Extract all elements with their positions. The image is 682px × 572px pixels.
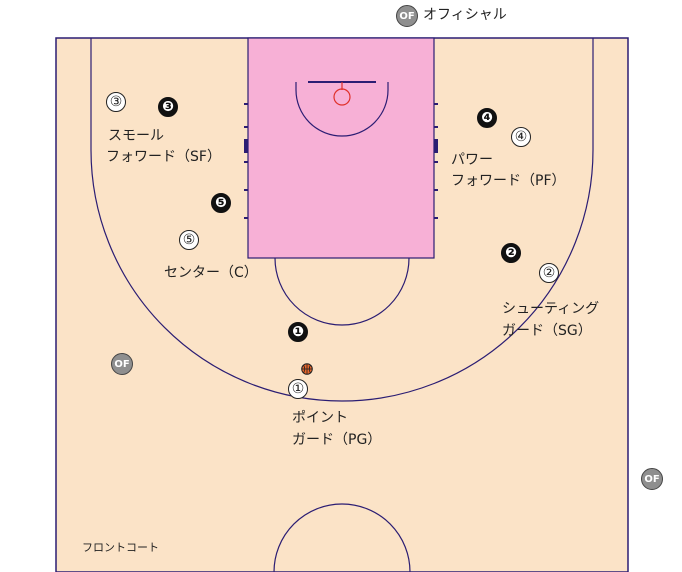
free-throw-circle (274, 257, 410, 326)
small-forward-defense-marker: ❸ (158, 97, 178, 117)
power-forward-offense-marker: ④ (511, 127, 531, 147)
shooting-guard-label-line2: ガード（SG） (502, 323, 592, 339)
center-defense-marker: ❺ (211, 193, 231, 213)
center-label: センター（C） (164, 265, 258, 281)
official-legend-icon: OF (396, 5, 418, 27)
small-forward-label-line2: フォワード（SF） (106, 149, 221, 165)
center-offense-marker: ⑤ (179, 230, 199, 250)
shooting-guard-label-line1: シューティング (502, 301, 600, 317)
official-legend-label: オフィシャル (423, 7, 507, 23)
center-circle (273, 503, 411, 572)
rim (333, 88, 351, 106)
power-forward-label-line2: フォワード（PF） (451, 173, 566, 189)
point-guard-defense-marker: ❶ (288, 322, 308, 342)
front-court-label: フロントコート (82, 541, 159, 554)
paint-area (247, 37, 435, 259)
restricted-area-arc (295, 82, 389, 137)
power-forward-defense-marker: ❹ (477, 108, 497, 128)
point-guard-offense-marker: ① (288, 379, 308, 399)
lane-markings (244, 103, 438, 219)
shooting-guard-defense-marker: ❷ (501, 243, 521, 263)
point-guard-label-line2: ガード（PG） (292, 432, 382, 448)
official-marker-right: OF (641, 468, 663, 490)
basketball-icon (301, 363, 313, 375)
official-marker-left: OF (111, 353, 133, 375)
small-forward-offense-marker: ③ (106, 92, 126, 112)
power-forward-label-line1: パワー (451, 152, 493, 168)
small-forward-label-line1: スモール (108, 128, 164, 144)
shooting-guard-offense-marker: ② (539, 263, 559, 283)
point-guard-label-line1: ポイント (292, 410, 348, 426)
three-point-line (90, 38, 594, 402)
